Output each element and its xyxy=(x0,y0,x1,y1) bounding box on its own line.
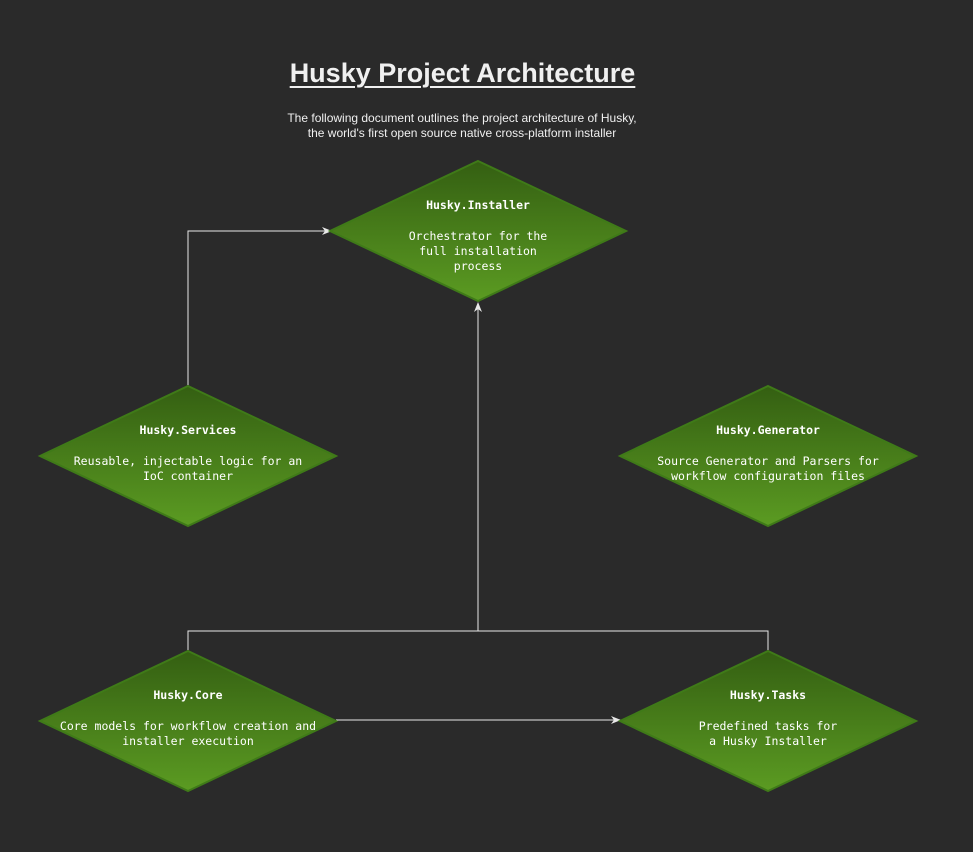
node-generator-description: Source Generator and Parsers for workflo… xyxy=(657,454,879,483)
edge-services-to-installer xyxy=(187,227,332,386)
node-tasks: Husky.Tasks Predefined tasks for a Husky… xyxy=(643,688,893,749)
node-installer-title: Husky.Installer xyxy=(426,198,530,212)
node-installer-shape[interactable] xyxy=(327,159,629,303)
connectors xyxy=(187,227,769,724)
node-tasks-shape[interactable] xyxy=(617,649,919,793)
node-services-description: Reusable, injectable logic for an IoC co… xyxy=(73,454,303,483)
node-core-title: Husky.Core xyxy=(153,688,223,702)
node-installer: Husky.Installer Orchestrator for the ful… xyxy=(353,198,603,274)
node-installer-description: Orchestrator for the full installation p… xyxy=(408,229,548,273)
edge-core-tasks-bus xyxy=(187,630,769,652)
node-core: Husky.Core Core models for workflow crea… xyxy=(58,688,318,749)
node-services-title: Husky.Services xyxy=(139,423,237,437)
node-core-description: Core models for workflow creation and in… xyxy=(59,719,317,748)
node-generator-shape[interactable] xyxy=(617,384,919,528)
node-services-shape[interactable] xyxy=(37,384,339,528)
node-services: Husky.Services Reusable, injectable logi… xyxy=(63,423,313,484)
page-subtitle: The following document outlines the proj… xyxy=(252,111,672,141)
page-title: Husky Project Architecture xyxy=(289,58,636,88)
subtitle-line-1: The following document outlines the proj… xyxy=(287,111,637,125)
node-generator-title: Husky.Generator xyxy=(716,423,820,437)
node-generator: Husky.Generator Source Generator and Par… xyxy=(643,423,893,484)
node-tasks-description: Predefined tasks for a Husky Installer xyxy=(698,719,838,748)
node-core-shape[interactable] xyxy=(37,649,339,793)
node-tasks-title: Husky.Tasks xyxy=(729,688,807,702)
subtitle-line-2: the world's first open source native cro… xyxy=(307,126,617,140)
